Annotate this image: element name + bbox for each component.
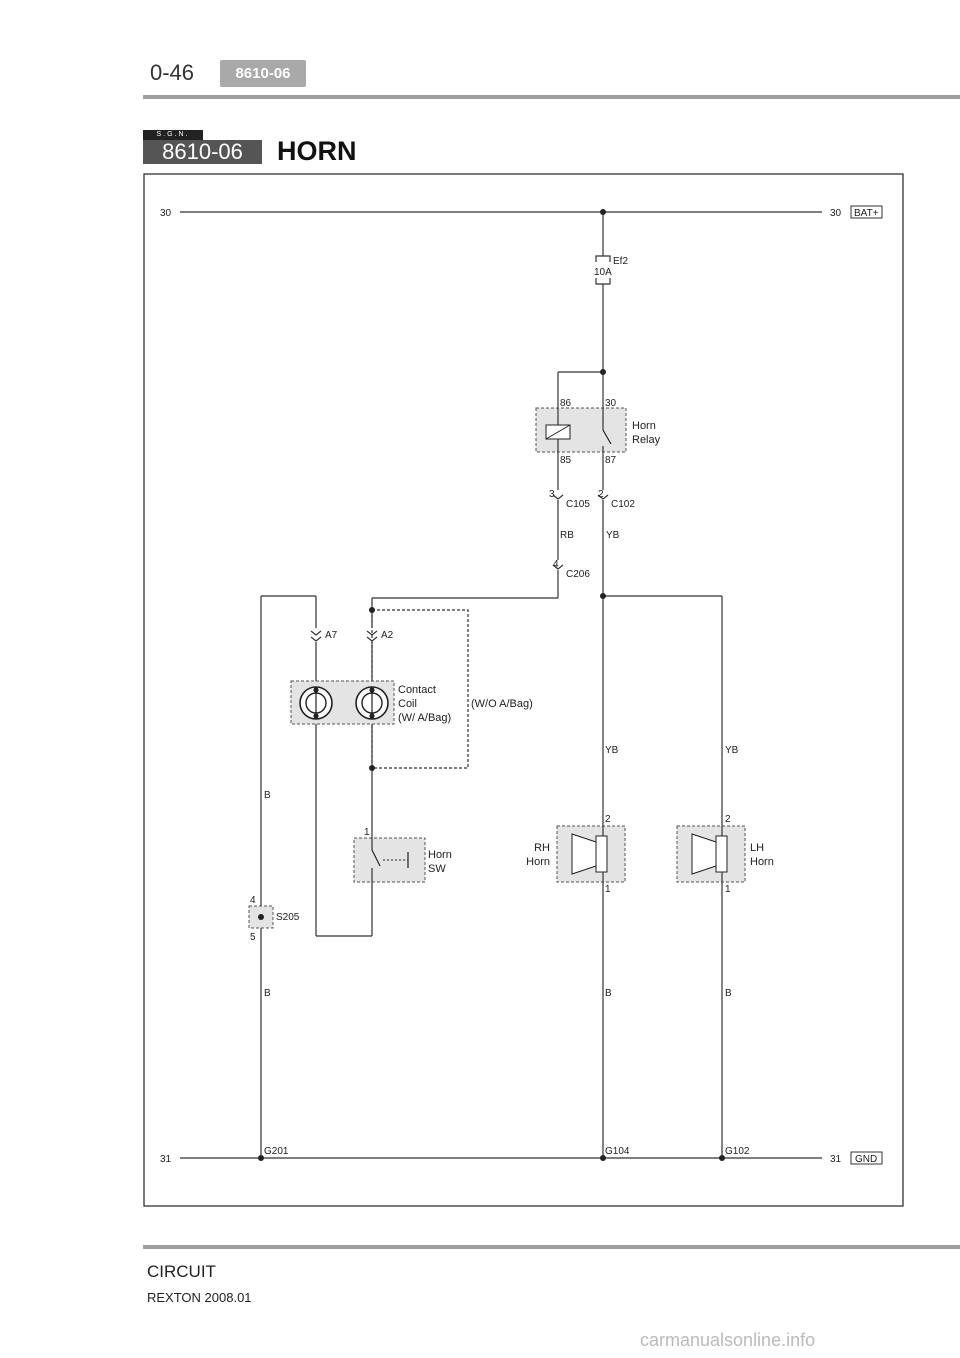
relay-pin-85: 85 (560, 455, 572, 466)
contact-coil-line1: Contact (398, 684, 436, 696)
gnd-left-label: 31 (160, 1154, 172, 1165)
footer-section: CIRCUIT (147, 1262, 216, 1281)
connector-c206 (552, 564, 564, 570)
lh-horn-line1: LH (750, 842, 764, 854)
s205-pin5: 5 (250, 932, 256, 943)
horn-sw-line2: SW (428, 863, 446, 875)
wire-b-label-3: B (725, 988, 732, 999)
wire-b-label-1: B (264, 988, 271, 999)
section-title: HORN (277, 136, 357, 166)
page-number: 0-46 (150, 60, 195, 85)
a2-label: A2 (381, 630, 394, 641)
bat-plus-tag (850, 205, 883, 219)
gnd-right-label: 31 (830, 1154, 842, 1165)
g201-label: G201 (264, 1146, 289, 1157)
bat-right-label: 30 (830, 208, 842, 219)
rh-horn-line2: Horn (526, 856, 550, 868)
wo-airbag-label: (W/O A/Bag) (471, 698, 533, 710)
bat-left-label: 30 (160, 208, 172, 219)
s205-pin4: 4 (250, 895, 256, 906)
gnd-tag (850, 1151, 883, 1165)
top-rule (143, 95, 960, 99)
rh-horn-icon (595, 835, 608, 873)
wire-yb-label-2: YB (605, 745, 619, 756)
wire-b-label-2: B (605, 988, 612, 999)
gnd-text: GND (855, 1154, 877, 1165)
diagram-frame (143, 173, 904, 1207)
bat-plus-text: BAT+ (854, 208, 879, 219)
sgn-badge: S.G.N. (143, 130, 203, 140)
s205-label: S205 (276, 912, 300, 923)
horn-sw-pin: 1 (364, 827, 370, 838)
lh-horn-pin1: 1 (725, 884, 731, 895)
c105-pin: 3 (549, 489, 555, 500)
rh-horn-pin1: 1 (605, 884, 611, 895)
g104-label: G104 (605, 1146, 630, 1157)
relay-pin-86: 86 (560, 398, 572, 409)
horn-sw-line1: Horn (428, 849, 452, 861)
wire-rb-label: RB (560, 530, 574, 541)
lh-horn-box (676, 825, 746, 883)
lh-horn-icon (715, 835, 728, 873)
section-code-tab: 8610-06 (220, 60, 306, 87)
rh-horn-pin2: 2 (605, 814, 611, 825)
a7-label: A7 (325, 630, 338, 641)
relay-label-line1: Horn (632, 420, 656, 432)
c206-label: C206 (566, 569, 590, 580)
lh-horn-pin2: 2 (725, 814, 731, 825)
junction-dots (258, 209, 725, 1161)
wo-airbag-box (371, 609, 469, 769)
c102-pin: 2 (598, 489, 604, 500)
connector-c105 (552, 494, 564, 500)
relay-pin-30: 30 (605, 398, 617, 409)
c105-label: C105 (566, 499, 590, 510)
horn-switch-box (353, 837, 426, 883)
section-code: 8610-06 (143, 140, 262, 164)
c206-pin: 4 (553, 559, 559, 570)
footer-model: REXTON 2008.01 (147, 1290, 252, 1305)
c102-label: C102 (611, 499, 635, 510)
wire-b-left-label: B (264, 790, 271, 801)
wire-yb-label-1: YB (606, 530, 620, 541)
bottom-rule (143, 1245, 960, 1249)
fuse-rating: 10A (594, 267, 612, 278)
connector-a2 (366, 630, 378, 636)
fuse-name: Ef2 (613, 256, 628, 267)
wire-yb-label-3: YB (725, 745, 739, 756)
watermark: carmanualsonline.info (640, 1330, 816, 1350)
connector-c102 (597, 494, 609, 500)
relay-pin-87: 87 (605, 455, 617, 466)
g102-label: G102 (725, 1146, 750, 1157)
relay-label-line2: Relay (632, 434, 661, 446)
connector-a7 (310, 630, 322, 636)
contact-coil-line2: Coil (398, 698, 417, 710)
lh-horn-line2: Horn (750, 856, 774, 868)
rh-horn-line1: RH (534, 842, 550, 854)
contact-coil-line3: (W/ A/Bag) (398, 712, 451, 724)
